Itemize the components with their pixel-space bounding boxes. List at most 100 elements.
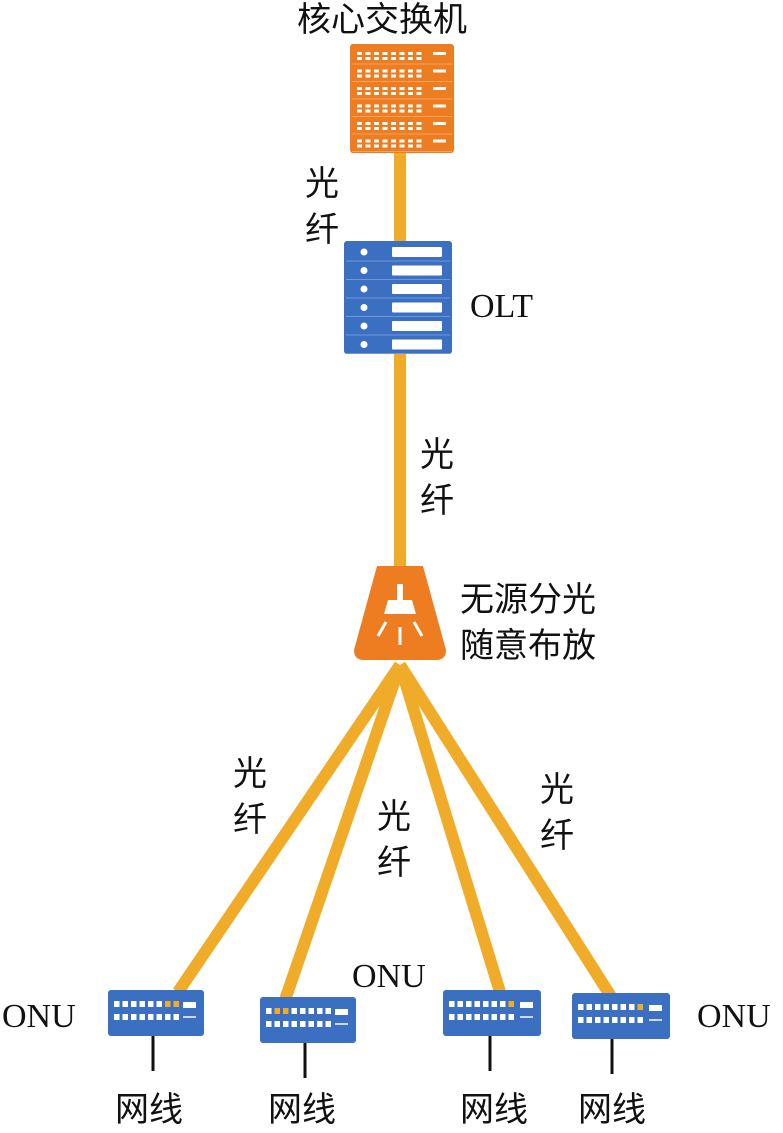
port	[466, 1001, 472, 1007]
port	[148, 1001, 154, 1007]
port	[466, 1014, 472, 1020]
port	[586, 1017, 592, 1023]
onu-body	[443, 990, 541, 1036]
port	[491, 1014, 497, 1020]
indicator	[649, 1019, 662, 1021]
port	[374, 87, 379, 90]
port	[399, 122, 405, 125]
port	[357, 57, 362, 60]
onu-icon	[108, 990, 204, 1036]
port	[391, 104, 396, 108]
panel	[392, 247, 442, 257]
port	[365, 69, 371, 73]
panel	[392, 284, 442, 294]
led	[360, 267, 368, 274]
port	[365, 144, 371, 148]
splitter-label-1: 无源分光	[460, 582, 596, 619]
port	[357, 109, 362, 113]
port	[449, 1014, 455, 1020]
port	[474, 1001, 480, 1007]
port	[595, 1004, 601, 1010]
port	[416, 52, 422, 55]
port	[449, 1001, 455, 1007]
port	[399, 144, 405, 148]
port	[365, 122, 371, 125]
port	[291, 1008, 297, 1014]
panel	[392, 321, 442, 331]
port	[382, 122, 388, 125]
port	[382, 92, 388, 95]
port	[457, 1001, 463, 1007]
port	[357, 104, 362, 108]
port	[620, 1017, 626, 1023]
port	[416, 122, 422, 125]
indicator	[433, 69, 446, 73]
port	[391, 69, 396, 73]
port	[508, 1014, 514, 1020]
port	[408, 87, 413, 90]
fiber-label: 光纤	[305, 166, 339, 249]
cable-label: 网线	[268, 1092, 336, 1129]
port	[474, 1014, 480, 1020]
port	[408, 69, 413, 73]
fiber-label: 光纤	[233, 756, 267, 839]
port	[382, 74, 388, 78]
port	[399, 109, 405, 113]
indicator	[335, 1023, 348, 1025]
fiber-line	[279, 663, 406, 1002]
port	[308, 1021, 314, 1027]
port	[578, 1017, 584, 1023]
port	[578, 1004, 584, 1010]
onu-label: ONU	[352, 958, 426, 995]
led	[360, 322, 368, 330]
port	[357, 87, 362, 90]
port	[173, 1001, 179, 1007]
port	[139, 1001, 145, 1007]
cable-label: 网线	[460, 1092, 528, 1129]
port	[365, 87, 371, 90]
fiber-label: 光纤	[540, 772, 574, 855]
port	[408, 109, 413, 113]
led	[360, 248, 368, 256]
port	[408, 57, 413, 60]
port	[325, 1021, 331, 1027]
indicator	[520, 1002, 533, 1008]
port	[391, 74, 396, 78]
core-switch-icon	[350, 44, 454, 153]
port	[612, 1017, 618, 1023]
port	[500, 1014, 506, 1020]
indicator	[433, 104, 446, 108]
port	[374, 74, 379, 78]
panel	[392, 339, 442, 350]
port	[374, 69, 379, 73]
port	[357, 52, 362, 55]
port	[416, 69, 422, 73]
port	[399, 127, 405, 130]
port	[274, 1008, 280, 1014]
indicator	[183, 1016, 196, 1018]
port	[365, 74, 371, 78]
port	[483, 1001, 489, 1007]
port	[374, 109, 379, 113]
port	[365, 109, 371, 113]
splitter-glyph	[384, 600, 416, 614]
port	[139, 1014, 145, 1020]
onu-icon	[443, 990, 541, 1036]
port	[416, 144, 422, 148]
port	[416, 74, 422, 78]
port	[408, 122, 413, 125]
port	[399, 57, 405, 60]
port	[156, 1014, 162, 1020]
port	[491, 1001, 497, 1007]
port	[408, 127, 413, 130]
port	[374, 122, 379, 125]
panel	[392, 265, 442, 276]
port	[416, 92, 422, 95]
port	[374, 57, 379, 60]
port	[391, 144, 396, 148]
indicator	[183, 1002, 196, 1008]
port	[408, 74, 413, 78]
splitter-icon	[354, 566, 446, 660]
port	[408, 92, 413, 95]
